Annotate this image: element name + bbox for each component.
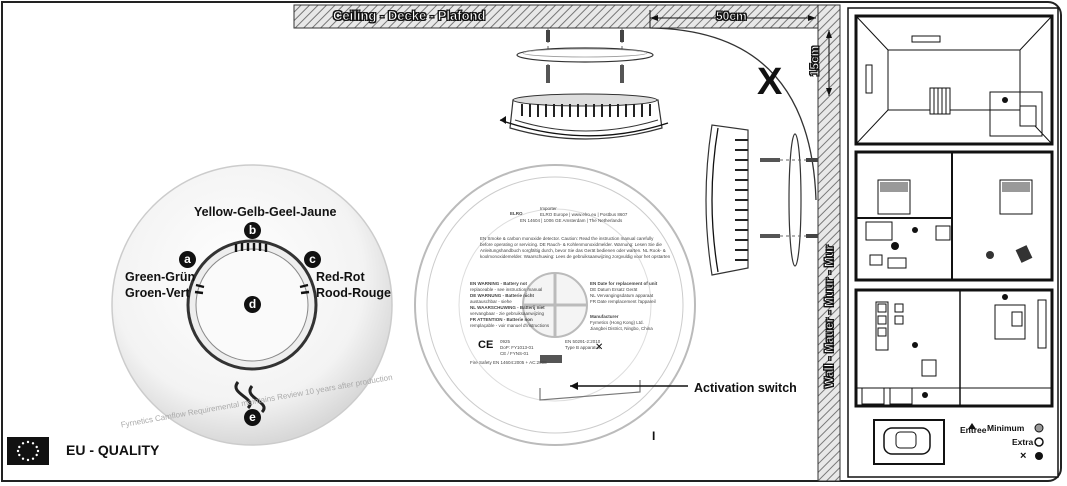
wall-label: Wall - Mauer - Muur - Mur [822,245,837,388]
entrance-label: Entree [960,425,987,435]
yellow-label: Yellow-Gelb-Geel-Jaune [194,205,337,219]
svg-text:Type B apparatus: Type B apparatus [565,345,601,350]
eu-quality-label: EU - QUALITY [66,442,160,458]
activation-mark: I [652,429,656,443]
svg-text:DoP: FY1013-01: DoP: FY1013-01 [500,345,534,350]
marker-c: c [304,251,321,268]
svg-text:replaceable - see instruction: replaceable - see instruction manual [470,287,542,292]
svg-text:Jiangbei District, Ningbo, Chi: Jiangbei District, Ningbo, China [590,326,653,331]
svg-text:Anleitungshandbuch sorgfältig: Anleitungshandbuch sorgfältig durch, bev… [480,248,666,253]
svg-text:EN 14604 | 1006 GE Amsterdam |: EN 14604 | 1006 GE Amsterdam | The Nethe… [520,218,623,223]
svg-text:Fire Safety EN 14604:2005 +: Fire Safety EN 14604:2005 + AC:2008 [470,360,547,365]
svg-text:EN Smoke & carbon monoxide det: EN Smoke & carbon monoxide detector. Cau… [480,236,654,241]
svg-text:remplaçable - voir manuel d'in: remplaçable - voir manuel d'instructions [470,323,550,328]
svg-text:FR Date remplacement l'apparei: FR Date remplacement l'appareil [590,299,656,304]
wall-bar [817,4,841,482]
legend-extra: Extra [1012,437,1034,447]
svg-text:FR ATTENTION - Batterie non: FR ATTENTION - Batterie non [470,317,533,322]
svg-text:Manufacturer: Manufacturer [590,314,619,319]
marker-b: b [244,222,261,239]
svg-text:0925: 0925 [500,339,511,344]
no-mount-mark: X [757,61,783,103]
activation-switch-label: Activation switch [694,381,797,395]
svg-text:koolmonoxidemelder. Waarschuwi: koolmonoxidemelder. Waarschuwing: Lees d… [480,254,671,259]
svg-text:✕: ✕ [595,342,603,353]
svg-text:CE: CE [478,339,493,351]
svg-text:NL WAARSCHUWING - Batterij nie: NL WAARSCHUWING - Batterij niet [470,305,545,310]
marker-e: e [244,409,261,426]
svg-text:before operating or servicing.: before operating or servicing. DE Rauch-… [480,242,662,247]
legend-minimum: Minimum [987,423,1025,433]
eu-flag-icon [7,437,49,465]
ceiling-label: Ceiling - Decke - Plafond [333,8,486,24]
svg-text:ELRO Europe | www.elro.eu | Po: ELRO Europe | www.elro.eu | Postbus 8607 [540,212,628,217]
svg-text:EN 50291-2:2010: EN 50291-2:2010 [565,339,601,344]
svg-text:CE / FYNS-01: CE / FYNS-01 [500,351,529,356]
svg-text:EN Date for replacement of uni: EN Date for replacement of unit [590,281,658,286]
green-label-2: Groen-Vert [125,286,190,300]
svg-text:ELRO: ELRO [510,211,523,216]
marker-a: a [179,251,196,268]
svg-text:NL Vervangingsdatum apparaat: NL Vervangingsdatum apparaat [590,293,654,298]
red-label-1: Red-Rot [316,270,365,284]
svg-text:Fyrnetics (Hong Kong) Ltd.: Fyrnetics (Hong Kong) Ltd. [590,320,644,325]
distance-side-label: 15cm [807,45,822,77]
red-label-2: Rood-Rouge [316,286,391,300]
distance-top-label: 50cm [716,9,747,24]
legend-cross: × [1020,450,1027,462]
svg-text:DE WARNUNG - Batterie nicht: DE WARNUNG - Batterie nicht [470,293,535,298]
svg-text:Importer: Importer [540,206,557,211]
marker-d: d [244,296,261,313]
svg-text:EN WARNING - Battery not: EN WARNING - Battery not [470,281,528,286]
svg-text:DE Datum Ersatz Gerät: DE Datum Ersatz Gerät [590,287,638,292]
svg-text:austauschbar - siehe: austauschbar - siehe [470,299,512,304]
green-label-1: Green-Grün [125,270,196,284]
svg-text:vervangbaar - zie gebruiksaanw: vervangbaar - zie gebruiksaanwijzing [470,311,545,316]
